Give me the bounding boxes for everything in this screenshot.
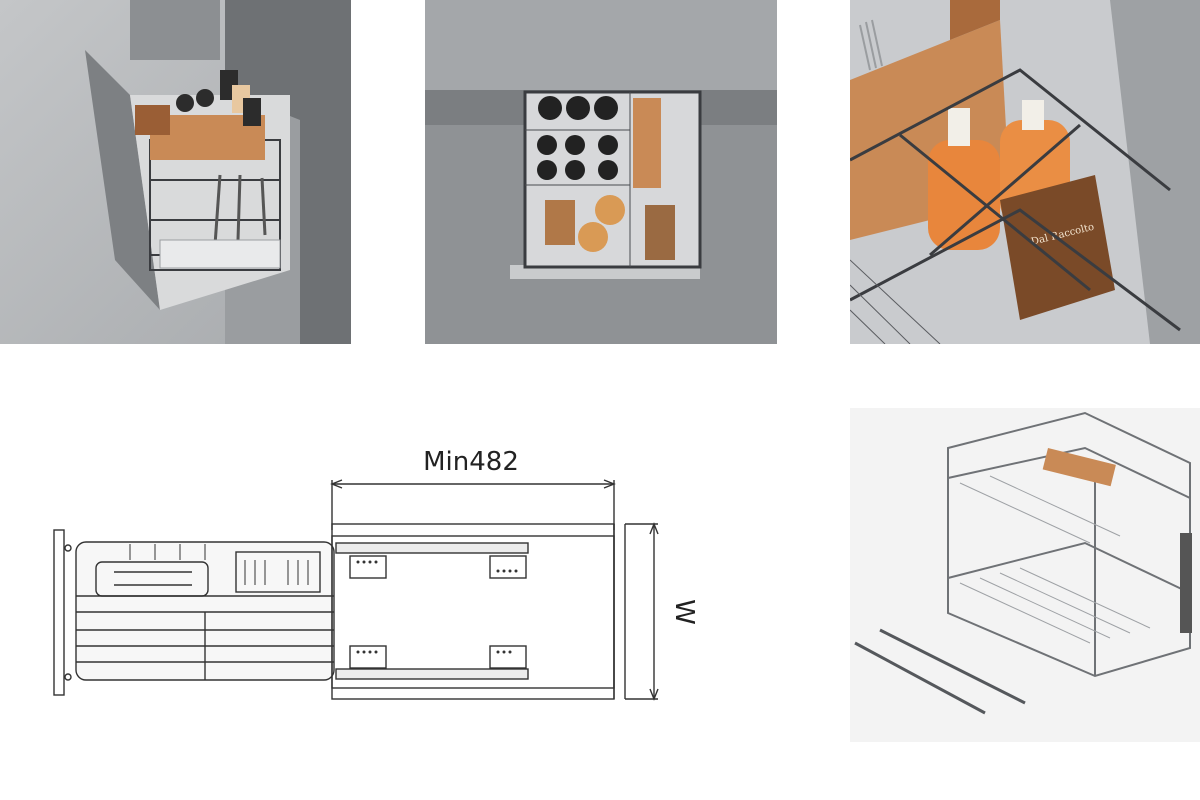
wire-basket [850, 68, 1181, 332]
width-dimension-label: Min482 [423, 447, 519, 477]
hanging-utensils [213, 174, 267, 246]
product-photo-closeup-bottles: Dal Raccolto [850, 0, 1200, 344]
product-photo-top-view [425, 0, 777, 344]
runner-top [335, 542, 529, 579]
runner-bottom [335, 645, 529, 680]
drawer-runners [854, 628, 1026, 715]
basket-wireframe [947, 411, 1191, 678]
height-dimension-label: W [669, 599, 699, 625]
technical-drawing: Min482 W [40, 440, 760, 710]
basket-top [523, 90, 702, 269]
product-photo-cabinet-open [0, 0, 351, 344]
spice-jars [176, 70, 261, 126]
product-photo-basket-and-runners [850, 408, 1200, 742]
front-panel [53, 529, 65, 696]
